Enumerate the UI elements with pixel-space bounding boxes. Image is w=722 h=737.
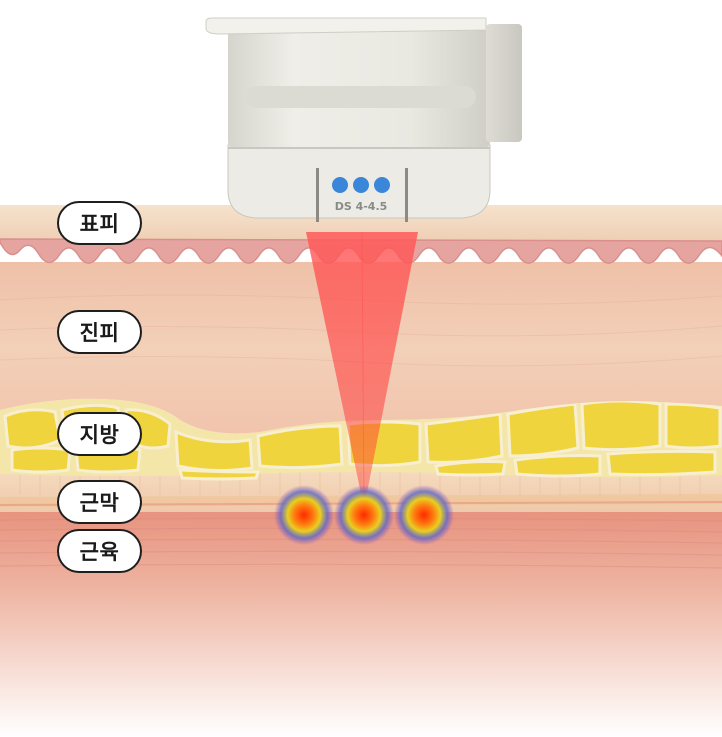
indicator-dot-1 <box>332 177 348 193</box>
label-fascia: 근막 <box>57 480 142 524</box>
hifu-cartridge: DS 4-4.5 <box>205 17 522 222</box>
device-model-label: DS 4-4.5 <box>335 200 388 213</box>
label-epidermis: 표피 <box>57 201 142 245</box>
focal-point-center <box>334 485 394 545</box>
focal-point-right <box>394 485 454 545</box>
ultrasound-beam <box>306 232 418 508</box>
indicator-dot-2 <box>353 177 369 193</box>
indicator-dot-3 <box>374 177 390 193</box>
label-fat: 지방 <box>57 412 142 456</box>
focal-point-left <box>274 485 334 545</box>
label-dermis: 진피 <box>57 310 142 354</box>
label-muscle: 근육 <box>57 529 142 573</box>
